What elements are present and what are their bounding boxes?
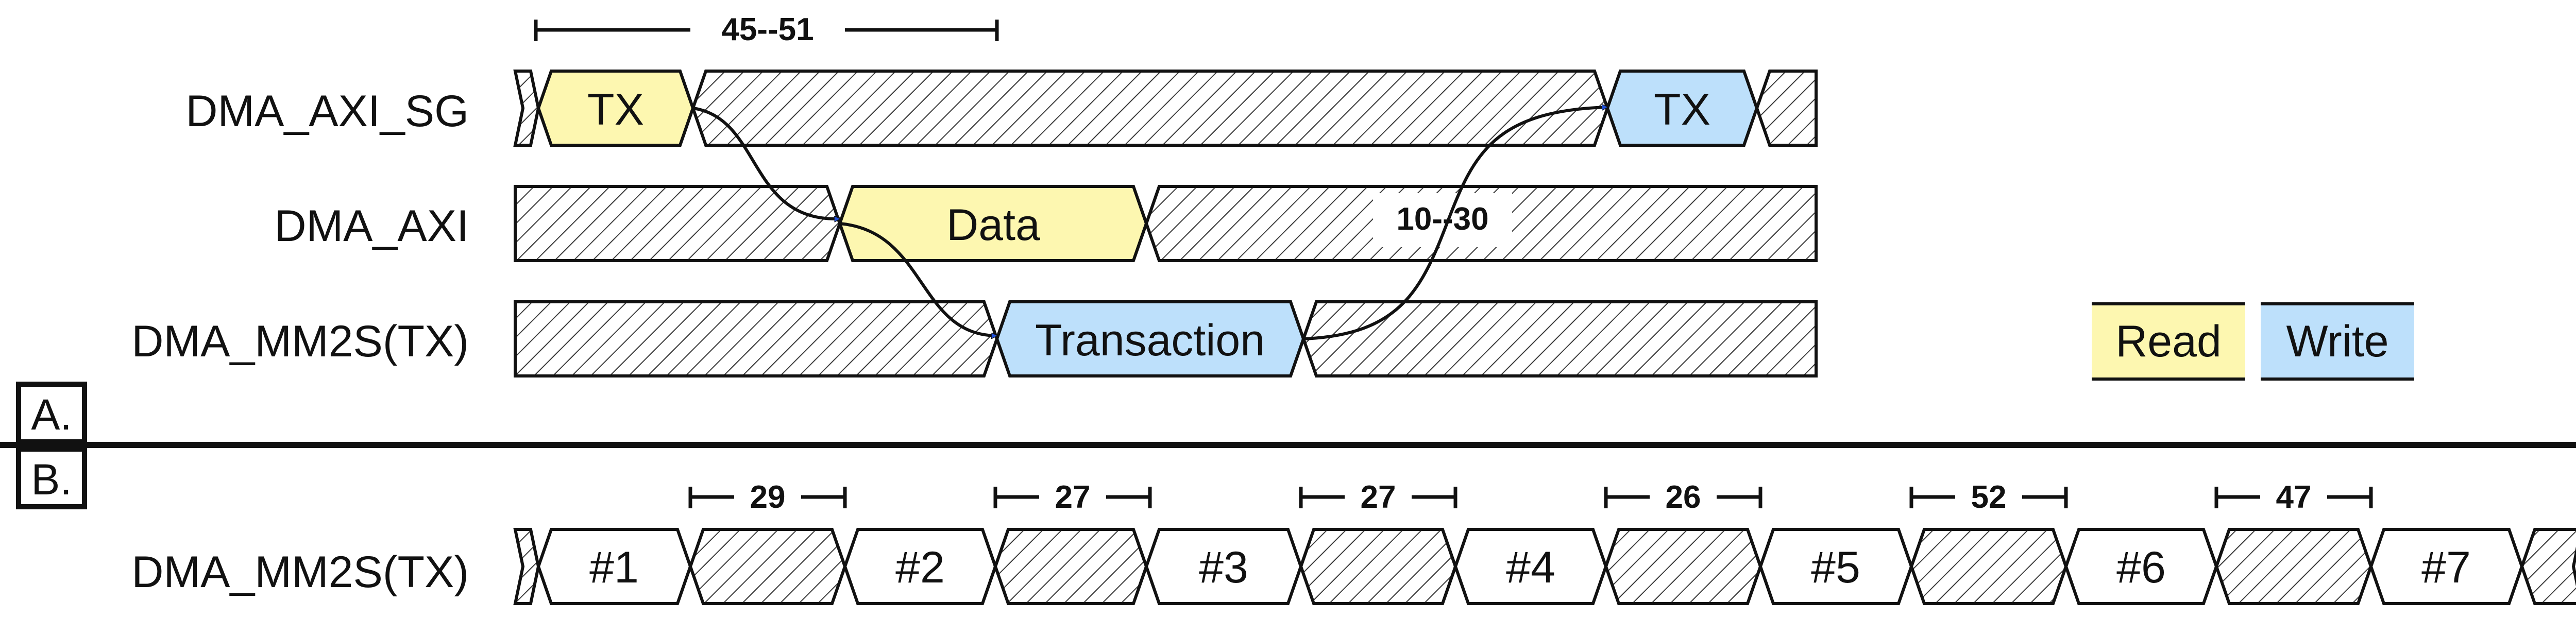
transaction-label-3: #3 [1199,543,1248,592]
legend [2092,302,2414,381]
hatch-segment [2520,528,2576,605]
hatch-segment [513,528,540,605]
transaction-label-4: #4 [1506,543,1555,592]
legend-read-swatch [2092,304,2245,379]
arrow-transaction-to-tx [1303,107,1607,340]
gap-label-5: 52 [1971,479,2007,515]
hatch-segment [1604,528,1762,605]
hatch-segment [993,528,1148,605]
hatch-segment [1909,528,2068,605]
gap-label-2: 27 [1055,479,1091,515]
transaction-label-5: #5 [1811,543,1860,592]
gap-label-1: 29 [750,479,786,515]
hatch-segment [688,528,847,605]
gap-measurement [1299,487,1458,508]
wave-row-dma-mm2s-tx-b [513,528,2576,605]
arrow-data-to-transaction [839,222,997,336]
section-b-box [16,447,87,509]
legend-write-label: Write [2286,317,2388,366]
transaction-label-2: #2 [895,543,945,592]
wave-row-dma-axi [514,185,1818,262]
legend-read-label: Read [2115,317,2222,366]
section-b-label: B. [31,455,72,504]
transaction-label-7: #7 [2421,543,2471,592]
segment-label-transaction: Transaction [1035,316,1265,365]
transaction-label-1: #1 [589,543,639,592]
wave-row-dma-mm2s-tx-a [514,300,1818,377]
gap-measurement [1909,487,2068,508]
signal-label-dma-axi: DMA_AXI [274,201,469,251]
segment-label-tx-read: TX [587,85,644,134]
gap-measurement [688,487,847,508]
section-a-label: A. [31,390,72,439]
signal-label-dma-mm2s-tx: DMA_MM2S(TX) [131,317,469,366]
wave-row-dma-axi-sg [513,70,1818,147]
dependency-arrows [692,107,1607,340]
gap-label-4: 26 [1666,479,1701,515]
hatch-segment [1299,528,1458,605]
transaction-label-6: #6 [2116,543,2166,592]
hatch-segment [513,70,540,147]
arrow-tx-to-data [692,107,840,219]
segment-label-data: Data [946,200,1040,250]
gap-measurements [688,487,2373,508]
gap-measurement [2214,487,2373,508]
hatch-segment [1301,300,1818,377]
hatch-segment [514,185,842,262]
hatch-segment [691,70,1609,147]
gap-measurement [1604,487,1762,508]
measurement-45-51 [534,20,999,41]
signal-label-dma-mm2s-tx-b: DMA_MM2S(TX) [131,547,469,597]
signal-label-dma-axi-sg: DMA_AXI_SG [185,87,469,136]
gap-label-3: 27 [1361,479,1396,515]
hatch-segment [514,300,999,377]
hatch-segment [1755,70,1818,147]
gap-label-6: 47 [2276,479,2312,515]
measurement-label-45-51: 45--51 [721,12,814,47]
segment-label-tx-write: TX [1654,85,1710,134]
hatch-segment [2214,528,2373,605]
legend-write-swatch [2261,304,2414,379]
gap-measurement [993,487,1152,508]
